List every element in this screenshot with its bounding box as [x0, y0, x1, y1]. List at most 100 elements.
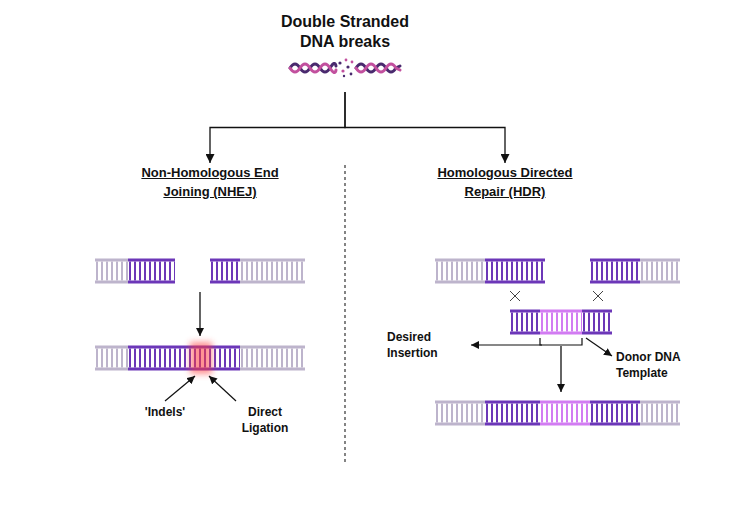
- callout-label: Desired Insertion: [387, 329, 467, 361]
- helix-strand: [290, 63, 336, 72]
- dna-rail: [582, 332, 612, 335]
- dna-rail: [510, 332, 540, 335]
- dna-rungs: [591, 262, 640, 281]
- dna-fragment: [435, 260, 545, 282]
- dna-rungs: [241, 349, 305, 368]
- dna-rail: [128, 281, 175, 284]
- divider-line: [344, 165, 345, 462]
- dna-rungs: [129, 349, 240, 368]
- helix-strand: [356, 64, 400, 72]
- dna-rail: [95, 368, 128, 371]
- dna-rail: [240, 281, 305, 284]
- dna-rungs: [436, 404, 485, 423]
- dna-rail: [485, 259, 545, 262]
- leader-arrow: [586, 338, 612, 356]
- break-dots: [338, 59, 353, 78]
- dna-rail: [435, 423, 485, 426]
- donor-template: [510, 311, 612, 333]
- dna-rail: [240, 368, 305, 371]
- callout-label: Direct Ligation: [234, 404, 296, 436]
- dna-repaired: [435, 402, 680, 424]
- dna-rungs: [541, 404, 590, 423]
- title-node: Double Stranded DNA breaks: [265, 6, 425, 92]
- dna-rail: [128, 346, 240, 349]
- dna-rail: [435, 281, 485, 284]
- branch-heading: Non-Homologous End Joining (NHEJ): [135, 163, 285, 201]
- dna-rungs: [641, 262, 680, 281]
- break-dot: [351, 61, 354, 64]
- dna-rail: [590, 259, 640, 262]
- dna-rail: [540, 310, 582, 313]
- dna-rungs: [436, 262, 485, 281]
- dna-rail: [540, 423, 590, 426]
- callout-label: 'Indels': [133, 404, 197, 420]
- break-dot: [338, 61, 341, 64]
- callout-label: Donor DNA Template: [616, 349, 696, 381]
- dna-rail: [540, 401, 590, 404]
- dna-rungs: [511, 313, 540, 332]
- break-dot: [345, 59, 348, 62]
- dna-rungs: [641, 404, 680, 423]
- branch-connector: [210, 92, 345, 163]
- dna-helix: [290, 63, 400, 72]
- dna-rail: [590, 401, 640, 404]
- process-arrow: [560, 346, 561, 392]
- leader-arrow: [209, 376, 236, 401]
- dna-rail: [640, 401, 680, 404]
- break-dot: [343, 75, 345, 77]
- break-dot: [341, 69, 344, 72]
- crossover-mark: [510, 291, 520, 301]
- dna-rail: [128, 259, 175, 262]
- dna-rail: [485, 281, 545, 284]
- dna-rail: [240, 259, 305, 262]
- dna-rail: [435, 401, 485, 404]
- dna-rail: [640, 423, 680, 426]
- title-text: Double Stranded DNA breaks: [265, 12, 425, 52]
- dna-rail: [485, 401, 540, 404]
- break-dot: [350, 73, 353, 76]
- dna-rungs: [541, 313, 582, 332]
- heading-text: Non-Homologous End Joining (NHEJ): [135, 163, 285, 201]
- dna-rail: [640, 259, 680, 262]
- dna-rail: [640, 281, 680, 284]
- dna-joined: [95, 342, 305, 374]
- dna-rungs: [486, 262, 545, 281]
- dna-rungs: [591, 404, 640, 423]
- dna-fragment: [210, 260, 305, 282]
- dna-rungs: [129, 262, 175, 281]
- dna-fragment: [590, 260, 680, 282]
- process-arrow: [199, 292, 200, 336]
- leader-arrow: [165, 376, 195, 401]
- heading-text: Homologous Directed Repair (HDR): [430, 163, 580, 201]
- cross-line: [510, 291, 520, 301]
- dna-rail: [590, 423, 640, 426]
- dna-rail: [510, 310, 540, 313]
- dna-rail: [485, 423, 540, 426]
- dna-rail: [435, 259, 485, 262]
- dna-rail: [540, 332, 582, 335]
- dna-rungs: [241, 262, 305, 281]
- cross-line: [510, 291, 520, 301]
- dna-rungs: [583, 313, 612, 332]
- ligation-highlight: [190, 342, 212, 374]
- dna-rungs: [96, 349, 128, 368]
- cross-line: [593, 291, 603, 301]
- leader-arrow: [471, 344, 542, 345]
- dna-fragment: [95, 260, 175, 282]
- dna-rungs: [96, 262, 128, 281]
- dna-rail: [590, 281, 640, 284]
- dna-rail: [95, 259, 128, 262]
- cross-line: [593, 291, 603, 301]
- dna-rail: [582, 310, 612, 313]
- helix-strand: [290, 64, 336, 73]
- dna-rail: [240, 346, 305, 349]
- dna-rail: [95, 281, 128, 284]
- helix-strand: [356, 64, 400, 72]
- dna-rungs: [211, 262, 240, 281]
- break-dot: [346, 65, 349, 68]
- branch-connector: [345, 92, 505, 163]
- branch-heading: Homologous Directed Repair (HDR): [430, 163, 580, 201]
